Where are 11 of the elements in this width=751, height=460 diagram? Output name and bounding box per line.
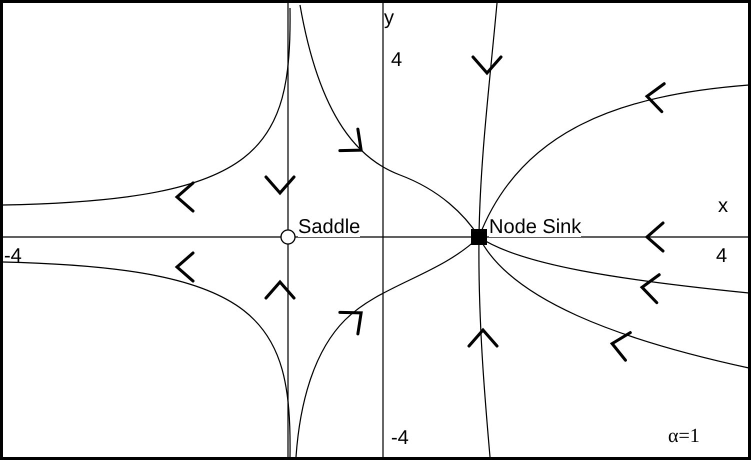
- tick-label: 4: [391, 50, 402, 70]
- tick-label: 4: [716, 246, 728, 266]
- sink-point-marker: [471, 229, 487, 245]
- tick-label: -4: [391, 428, 409, 448]
- point-label: Node Sink: [489, 217, 582, 237]
- axis-label: x: [718, 196, 728, 216]
- point-label: Saddle: [298, 217, 360, 237]
- tick-label: -4: [4, 246, 22, 266]
- parameter-label: α=1: [668, 426, 700, 446]
- saddle-point-marker: [280, 229, 296, 245]
- axis-label: y: [384, 8, 394, 28]
